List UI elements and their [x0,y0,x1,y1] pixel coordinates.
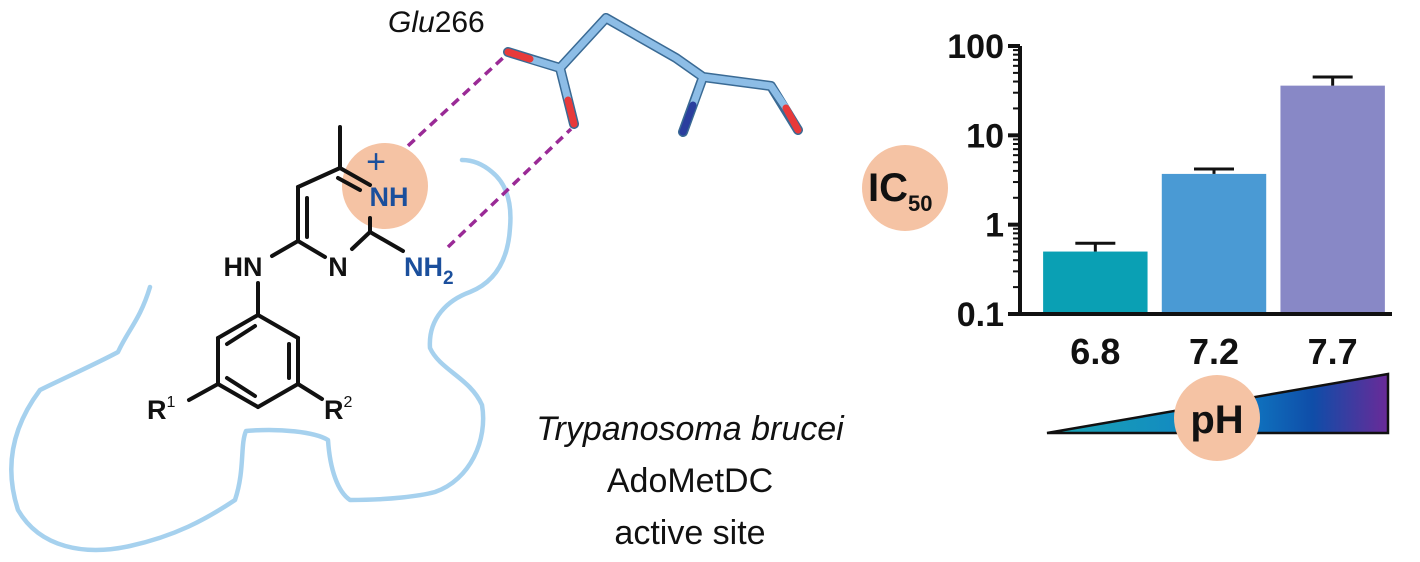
caption-organism: Trypanosoma brucei [536,410,845,448]
r1-superscript: 1 [167,394,176,411]
atom-label-hn: HN [224,252,263,282]
hydrogen-bond-2 [446,127,573,249]
substituent-r1: R1 [147,394,176,425]
y-tick-label: 10 [966,117,1004,155]
y-tick-label: 100 [947,28,1004,66]
x-tick-label-7-2: 7.2 [1189,331,1239,372]
y-tick-label: 1 [985,207,1004,245]
protonation-highlight [342,143,428,229]
bar-ph-7-7 [1280,85,1385,314]
glu266-stick-model [503,13,803,137]
ph-badge-label: pH [1190,398,1243,442]
y-tick-label: 0.1 [957,296,1004,334]
atom-label-ring-n: N [328,252,348,282]
ic50-subscript: 50 [908,191,932,216]
ic50-main: IC [868,166,908,210]
ligand-bonds [187,125,405,409]
charge-plus-sign: + [366,143,386,181]
residue-label-glu266: Glu266 [388,6,485,39]
atom-label-nh-protonated: NH [370,182,409,212]
ic50-badge-label: IC50 [868,166,932,216]
residue-number: 266 [435,6,485,39]
r1-letter: R [147,395,167,425]
x-tick-label-7-7: 7.7 [1308,331,1358,372]
x-tick-label-6-8: 6.8 [1070,331,1120,372]
x-axis-tick-labels: 6.8 7.2 7.7 [1070,331,1357,372]
ph-badge-circle [1174,375,1260,461]
bar-ph-6-8 [1043,251,1148,314]
r2-letter: R [324,395,344,425]
bar-ph-7-2 [1161,173,1267,314]
hydrogen-bond-1 [395,54,507,158]
active-site-pocket-outline [9,157,513,553]
nh2-main: NH [404,252,443,282]
y-axis-ticks: 0.1 1 10 100 [947,28,1020,334]
ic50-bar-chart: 0.1 1 10 100 6.8 7.2 7.7 [947,28,1392,372]
substituent-r2: R2 [324,394,353,425]
r2-superscript: 2 [344,394,353,411]
ic50-badge-circle [862,145,948,231]
atom-label-nh2: NH2 [404,252,454,289]
residue-prefix: Glu [388,6,435,39]
caption-enzyme: AdoMetDC [607,462,773,500]
caption-site: active site [614,514,765,552]
nh2-subscript: 2 [443,268,454,289]
chart-error-bars [1075,75,1353,252]
chart-bars [1043,85,1385,314]
